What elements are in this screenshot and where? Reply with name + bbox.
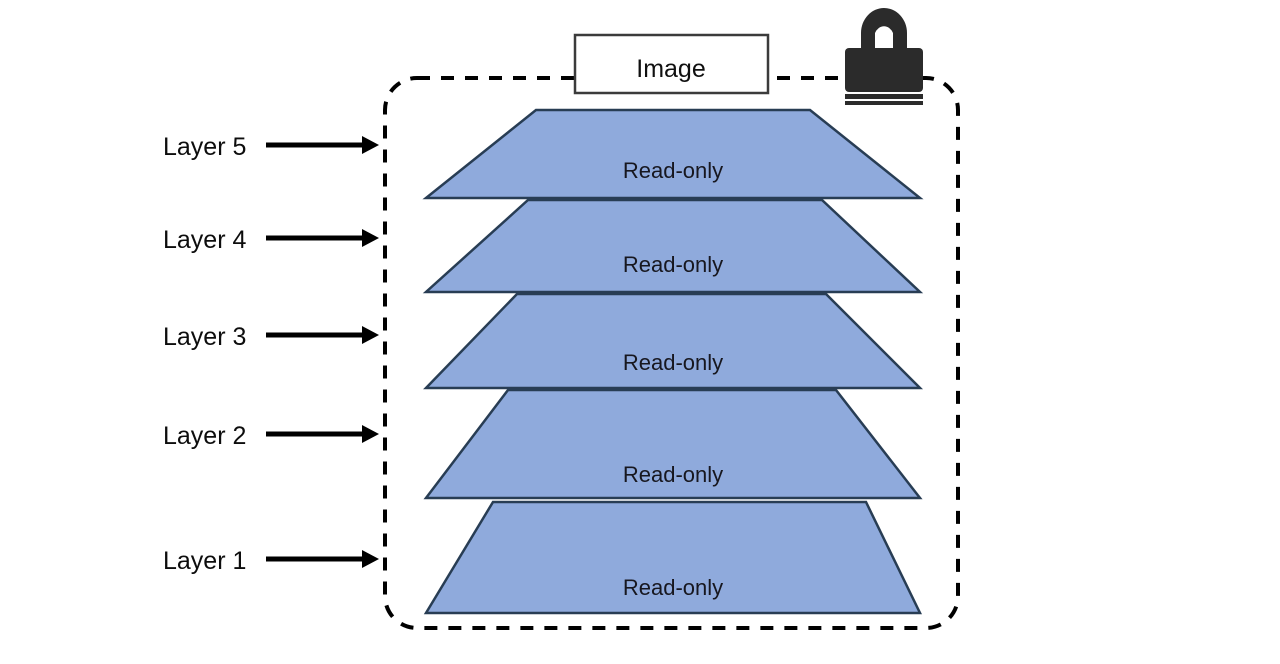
layer-label-5: Layer 5 xyxy=(163,133,246,161)
arrow-head-3 xyxy=(362,326,379,344)
layer-shape-1: Read-only xyxy=(423,500,922,615)
layer-callout-1: Layer 1 xyxy=(163,547,379,575)
layer-trapezoid-1 xyxy=(423,500,922,615)
image-boundary-container xyxy=(383,76,960,630)
layer-callout-5: Layer 5 xyxy=(163,133,379,161)
arrow-head-5 xyxy=(362,136,379,154)
layer-shape-2: Read-only xyxy=(423,388,923,500)
image-title-box: Image xyxy=(573,33,770,95)
layer-label-3: Layer 3 xyxy=(163,323,246,351)
layer-trapezoid-5 xyxy=(422,108,924,200)
layer-shape-4: Read-only xyxy=(422,198,924,294)
layer-shape-5: Read-only xyxy=(422,108,924,200)
layer-label-4: Layer 4 xyxy=(163,226,246,254)
arrow-head-1 xyxy=(362,550,379,568)
arrow-head-2 xyxy=(362,425,379,443)
lock-base-line-1 xyxy=(845,94,923,99)
layer-shape-3: Read-only xyxy=(423,292,924,390)
image-label-box-frame xyxy=(573,33,770,95)
layer-callout-3: Layer 3 xyxy=(163,323,379,351)
lock-base-line-2 xyxy=(845,101,923,105)
layer-state-1: Read-only xyxy=(623,575,723,600)
layer-callout-2: Layer 2 xyxy=(163,422,379,450)
layer-label-1: Layer 1 xyxy=(163,547,246,575)
layer-label-2: Layer 2 xyxy=(163,422,246,450)
image-label: Image xyxy=(636,55,705,83)
lock-icon xyxy=(845,8,923,105)
lock-shackle xyxy=(861,8,907,57)
layer-state-4: Read-only xyxy=(623,252,723,277)
layer-trapezoid-4 xyxy=(422,198,924,294)
layer-state-3: Read-only xyxy=(623,350,723,375)
arrow-head-4 xyxy=(362,229,379,247)
lock-body xyxy=(845,48,923,92)
layer-trapezoid-2 xyxy=(423,388,923,500)
layer-state-2: Read-only xyxy=(623,462,723,487)
layer-state-5: Read-only xyxy=(623,158,723,183)
layer-callout-4: Layer 4 xyxy=(163,226,379,254)
layer-trapezoid-3 xyxy=(423,292,924,390)
